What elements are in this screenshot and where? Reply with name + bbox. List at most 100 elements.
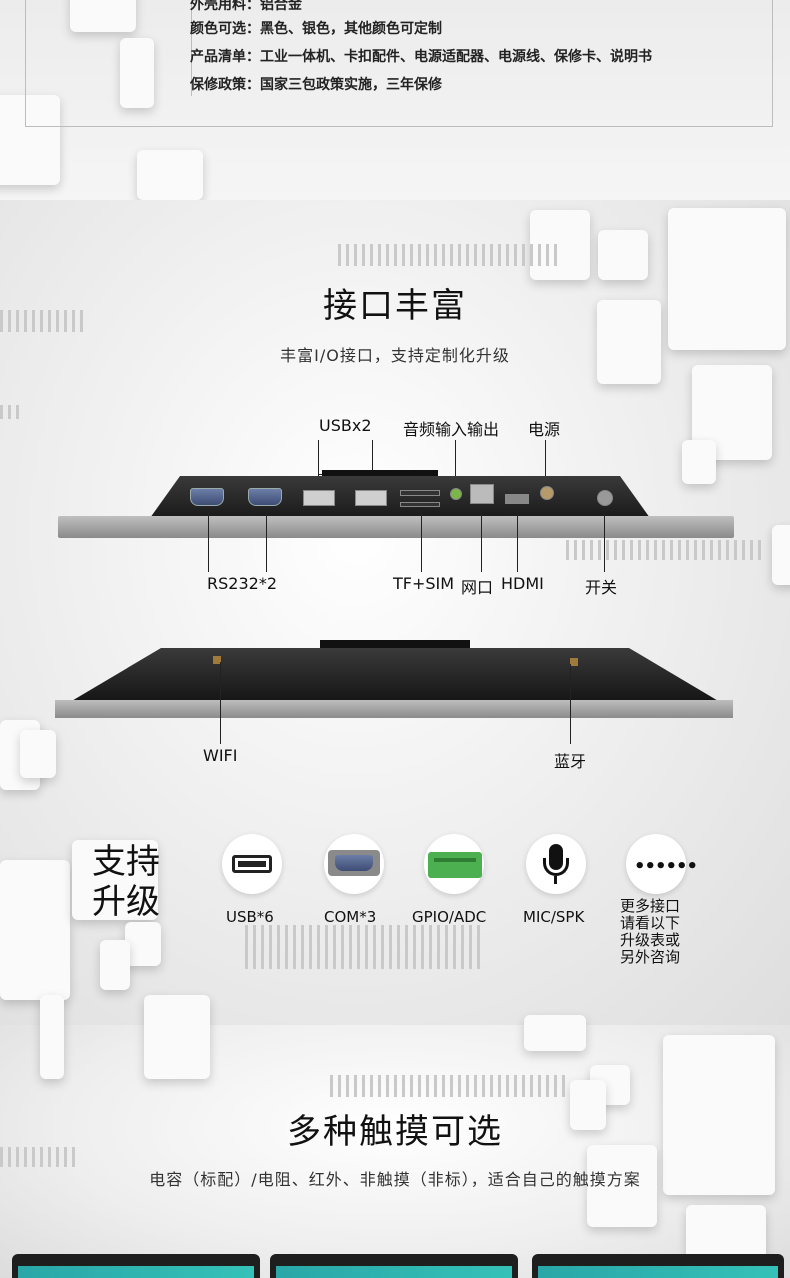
gpio-terminal-icon [424, 834, 484, 894]
deco-tile [137, 150, 203, 200]
hdmi-port-icon [505, 494, 529, 504]
callout-line [604, 510, 605, 572]
callout-line [208, 510, 209, 572]
deco-tile [125, 922, 161, 966]
upgrade-title: 支持 升级 [92, 842, 160, 922]
deco-tile [597, 300, 661, 384]
usb-port-icon [222, 834, 282, 894]
deco-stripes [338, 244, 558, 266]
label-rs232: RS232*2 [207, 574, 277, 593]
label-power: 电源 [528, 420, 561, 439]
device-bracket [320, 640, 470, 650]
device-front-frame [55, 700, 733, 718]
power-jack-icon [540, 486, 554, 500]
deco-tile [72, 840, 158, 920]
more-line: 另外咨询 [620, 948, 681, 966]
interfaces-subtitle: 丰富I/O接口，支持定制化升级 [280, 346, 510, 365]
label-bluetooth: 蓝牙 [554, 752, 587, 771]
spec-section: 外壳用料：铝合金 颜色可选：黑色、银色，其他颜色可定制 产品清单：工业一体机、卡… [0, 0, 790, 200]
deco-tile [570, 1080, 606, 1130]
callout-line [481, 508, 482, 572]
callout-line [318, 440, 319, 480]
spec-row-material: 外壳用料：铝合金 [190, 0, 302, 13]
deco-tile [682, 440, 716, 484]
callout-line [220, 662, 221, 744]
deco-tile [668, 208, 786, 350]
upgrade-label-usb: USB*6 [226, 908, 274, 926]
touch-option-thumb [12, 1254, 260, 1278]
deco-stripes [0, 310, 84, 332]
deco-stripes [330, 1075, 570, 1097]
label-switch: 开关 [585, 578, 618, 597]
deco-tile [587, 1145, 657, 1227]
more-line: 更多接口 [620, 897, 681, 915]
label-hdmi: HDMI [501, 574, 544, 593]
spec-table-box [25, 0, 773, 127]
deco-tile [20, 730, 56, 778]
label-tfsim: TF+SIM [393, 574, 455, 593]
device-io-side [150, 476, 650, 518]
touch-section [0, 995, 790, 1278]
label-usb: USBx2 [319, 416, 372, 435]
touch-subtitle: 电容（标配）/电阻、红外、非触摸（非标），适合自己的触摸方案 [149, 1170, 641, 1189]
touch-option-thumb [532, 1254, 784, 1278]
callout-line [545, 440, 546, 488]
microphone-icon [526, 834, 586, 894]
spec-row-warranty: 保修政策：国家三包政策实施，三年保修 [190, 77, 442, 93]
deco-tile [598, 230, 648, 280]
callout-line [570, 664, 571, 744]
device-bracket [322, 470, 438, 478]
upgrade-title-line2: 升级 [92, 882, 160, 922]
upgrade-more-label: 更多接口 请看以下 升级表或 另外咨询 [620, 898, 700, 966]
deco-tile [663, 1035, 775, 1195]
deco-tile [70, 0, 136, 32]
callout-line [266, 510, 267, 572]
deco-tile [100, 940, 130, 990]
more-line: 请看以下 [620, 914, 681, 932]
upgrade-label-mic: MIC/SPK [523, 908, 585, 926]
spec-row-colors: 颜色可选：黑色、银色，其他颜色可定制 [190, 21, 442, 37]
spec-divider [191, 0, 192, 96]
device-front-frame [58, 516, 734, 538]
deco-tile [144, 995, 210, 1079]
touch-option-thumb [270, 1254, 518, 1278]
upgrade-title-line1: 支持 [92, 842, 160, 882]
deco-stripes [0, 1147, 76, 1167]
label-lan: 网口 [461, 578, 494, 597]
deco-tile [524, 1015, 586, 1051]
device-antenna-side [70, 648, 720, 702]
tf-slot-icon [400, 490, 440, 496]
more-line: 升级表或 [620, 931, 681, 949]
lan-port-icon [470, 484, 494, 504]
sim-slot-icon [400, 502, 440, 507]
deco-stripes [566, 540, 766, 560]
upgrade-label-gpio: GPIO/ADC [412, 908, 487, 926]
interfaces-title: 接口丰富 [323, 286, 467, 326]
audio-jack-icon [450, 488, 462, 500]
com-port-icon [324, 834, 384, 894]
deco-tile [772, 525, 790, 585]
rs232-port-icon [248, 488, 282, 506]
spec-row-package: 产品清单：工业一体机、卡扣配件、电源适配器、电源线、保修卡、说明书 [190, 49, 652, 65]
touch-title: 多种触摸可选 [287, 1112, 503, 1152]
wifi-antenna-icon [213, 656, 221, 664]
deco-tile [0, 95, 60, 185]
deco-stripes [245, 925, 485, 969]
callout-line [455, 440, 456, 484]
deco-tile [120, 38, 154, 108]
more-dots-icon: •••••• [626, 834, 698, 894]
label-wifi: WIFI [203, 746, 238, 765]
rs232-port-icon [190, 488, 224, 506]
deco-stripes [0, 405, 24, 419]
upgrade-label-com: COM*3 [324, 908, 377, 926]
deco-tile [0, 860, 70, 1000]
callout-line [421, 510, 422, 572]
usb-port-icon [303, 490, 335, 506]
callout-line [372, 440, 373, 488]
callout-line [517, 508, 518, 572]
bluetooth-antenna-icon [570, 658, 578, 666]
usb-port-icon [355, 490, 387, 506]
label-audio: 音频输入输出 [403, 420, 500, 439]
deco-tile [40, 995, 64, 1079]
power-switch-icon [597, 490, 613, 506]
